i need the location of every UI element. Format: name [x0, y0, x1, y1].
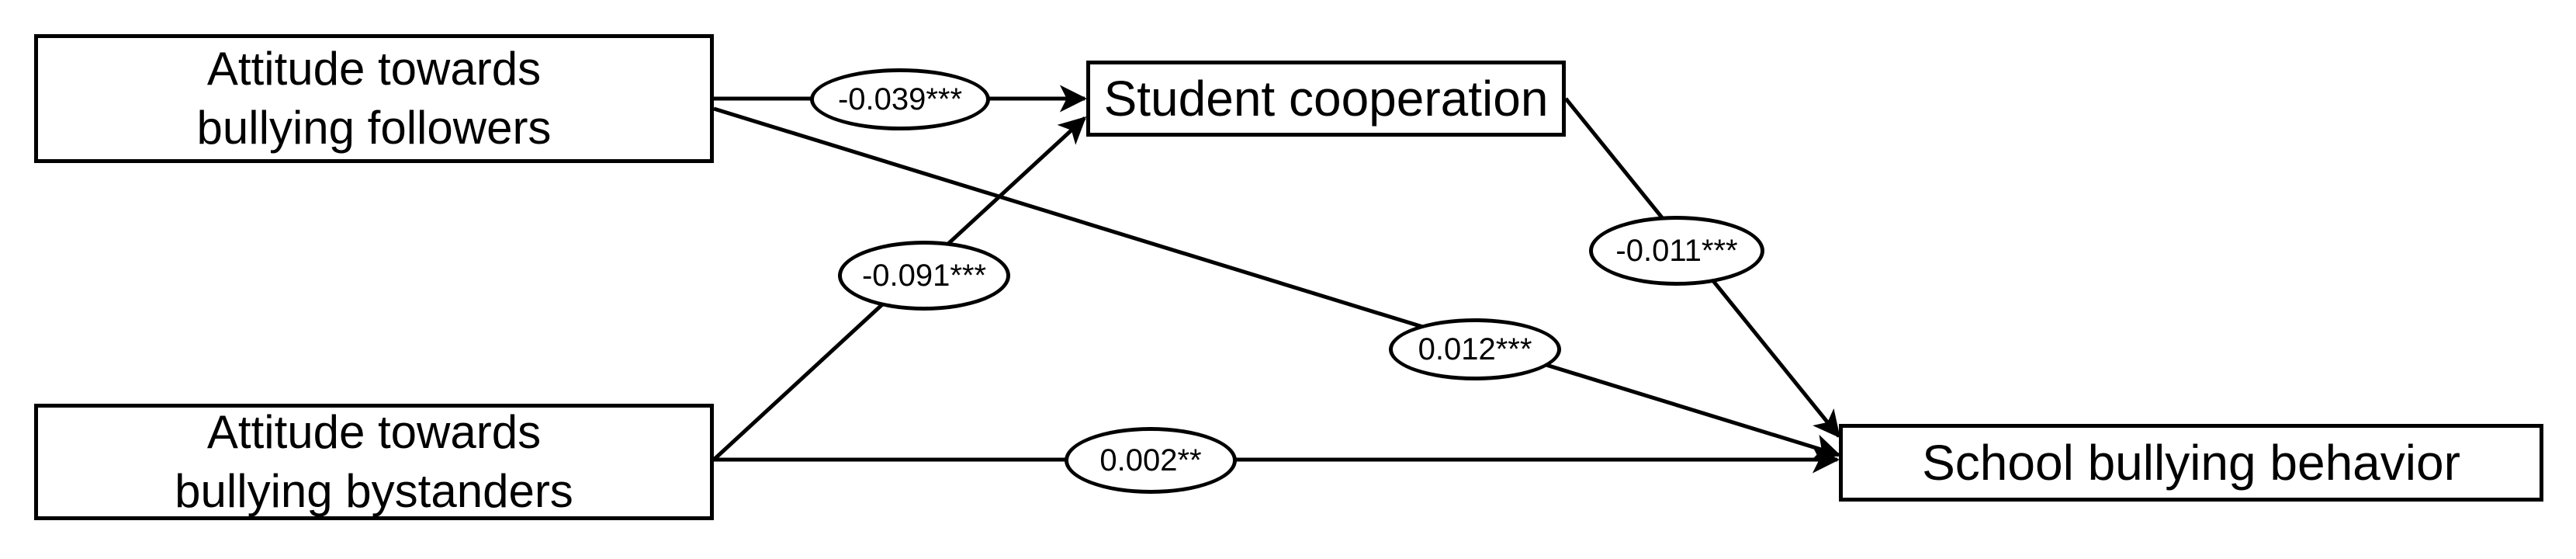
- node-student-cooperation: Student cooperation: [1086, 61, 1566, 137]
- node-attitude-followers-line2: bullying followers: [196, 102, 552, 154]
- coef-followers-to-cooperation: -0.039***: [810, 68, 990, 130]
- node-school-bullying-behavior-label: School bullying behavior: [1922, 435, 2460, 491]
- coef-bystanders-to-bullying: 0.002**: [1065, 427, 1237, 494]
- node-attitude-followers-line1: Attitude towards: [206, 43, 542, 95]
- arrow-followers-to-bullying: [713, 106, 1841, 461]
- node-attitude-bystanders: Attitude towards bullying bystanders: [34, 404, 714, 520]
- node-attitude-bystanders-line2: bullying bystanders: [175, 465, 573, 517]
- node-school-bullying-behavior: School bullying behavior: [1839, 424, 2543, 502]
- coef-followers-to-bullying: 0.012***: [1389, 318, 1561, 380]
- node-attitude-followers: Attitude towards bullying followers: [34, 34, 714, 163]
- coef-cooperation-to-bullying: -0.011***: [1589, 216, 1764, 286]
- node-student-cooperation-label: Student cooperation: [1103, 71, 1549, 127]
- coef-bystanders-to-cooperation: -0.091***: [838, 241, 1010, 311]
- node-attitude-bystanders-line1: Attitude towards: [206, 406, 542, 458]
